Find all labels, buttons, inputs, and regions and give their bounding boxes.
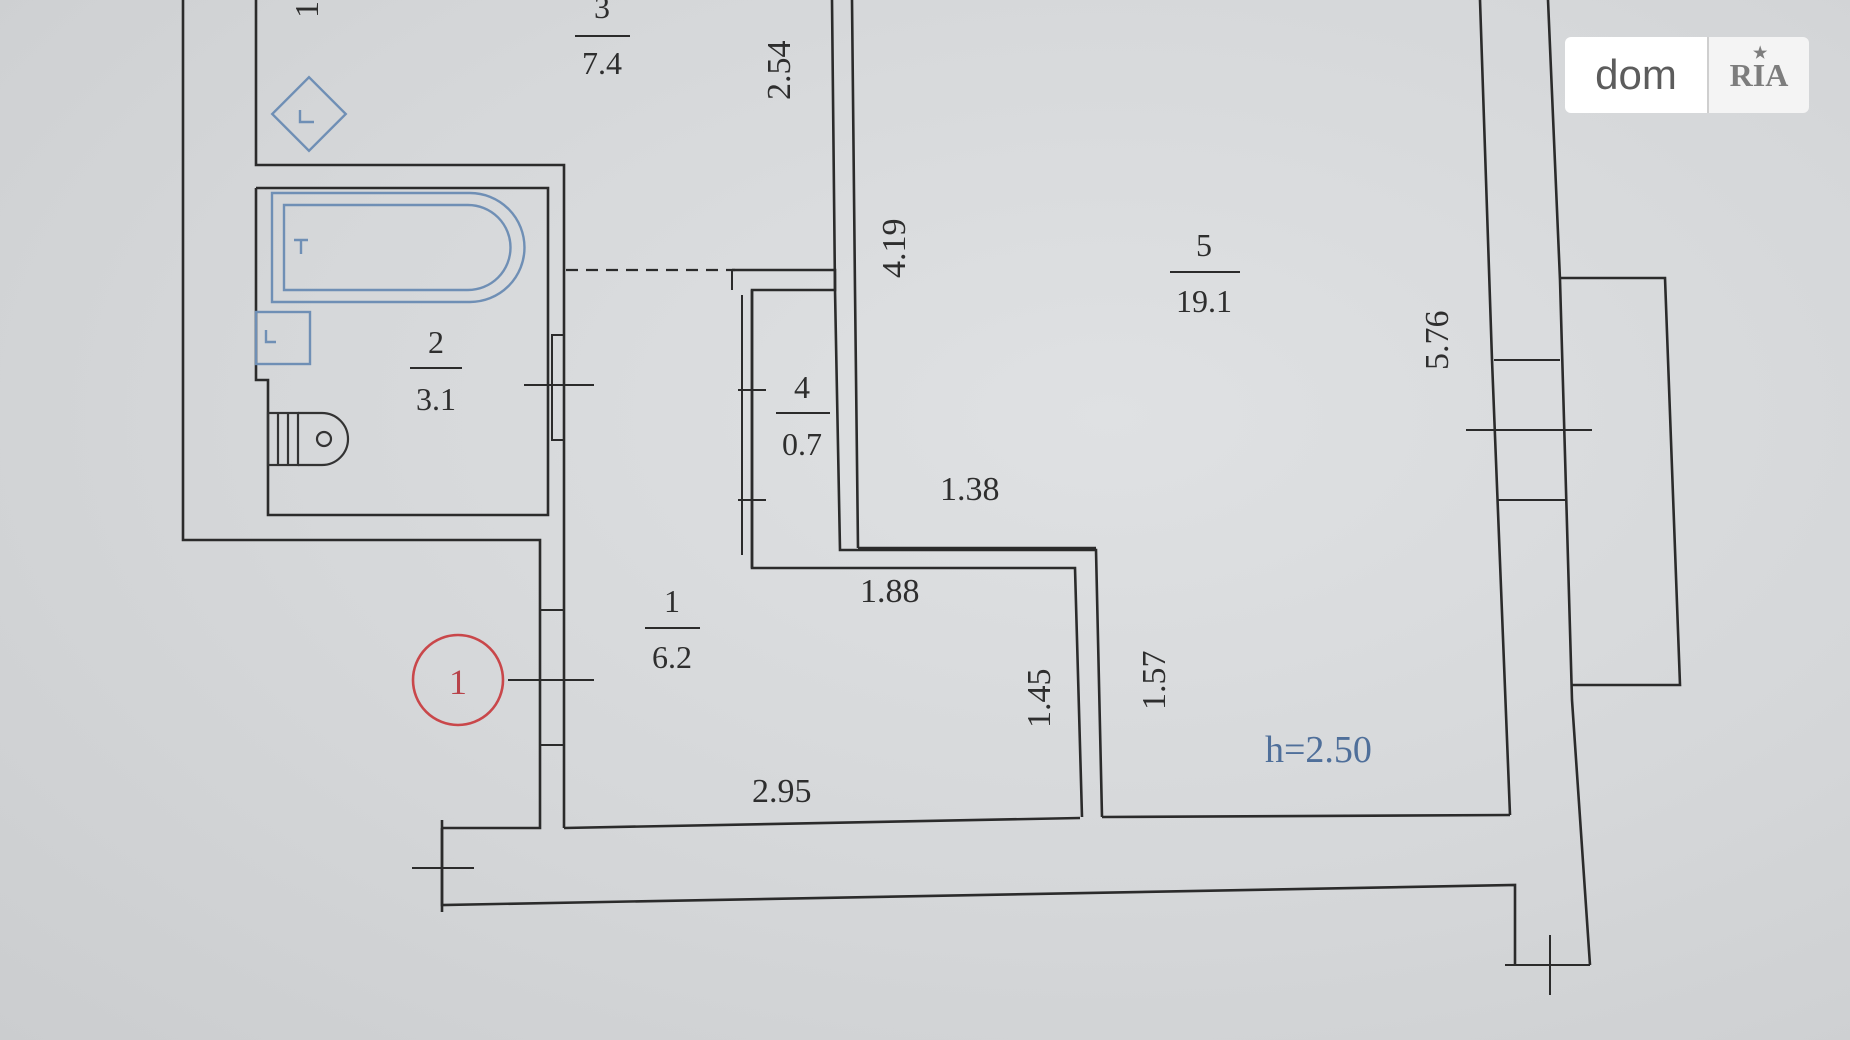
room-1-area: 6.2 — [652, 639, 692, 675]
sink-icon — [270, 75, 348, 153]
room-2-label: 2 3.1 — [410, 324, 462, 417]
bathtub-icon — [270, 191, 526, 304]
room-5-number: 5 — [1196, 227, 1212, 263]
room-1-number: 1 — [664, 583, 680, 619]
ceiling-height-note: h=2.50 — [1265, 729, 1372, 771]
hall-bottom-wall — [563, 816, 1081, 830]
dim-2-54: 2.54 — [761, 41, 798, 101]
corridor-wall-left — [830, 0, 1104, 818]
outer-bottom-wall — [440, 828, 1517, 965]
room-3-wall — [254, 0, 566, 828]
dim-1-88: 1.88 — [860, 573, 920, 610]
room-3-label: 3 7.4 — [575, 0, 630, 81]
dim-1-9: 1.9 — [289, 0, 326, 18]
dim-1-38: 1.38 — [940, 471, 1000, 508]
room-1-label: 1 6.2 — [645, 583, 700, 675]
dim-4-19: 4.19 — [876, 219, 913, 279]
corridor-wall-right — [850, 0, 860, 549]
exterior-right-wall — [1546, 0, 1592, 966]
room5-right-wall — [1478, 0, 1512, 816]
washbasin-icon — [254, 310, 312, 366]
entrance-door — [539, 609, 565, 746]
room-4-area: 0.7 — [782, 426, 822, 462]
dim-5-76: 5.76 — [1419, 311, 1456, 371]
entrance-marker-number: 1 — [449, 662, 467, 702]
domria-logo: dom ★ RIA — [1565, 37, 1809, 113]
dim-2-95: 2.95 — [752, 773, 812, 810]
balcony — [1560, 276, 1682, 687]
entrance-marker: 1 — [411, 633, 505, 727]
room5-bottom-wall — [1101, 813, 1511, 819]
dim-1-45: 1.45 — [1021, 669, 1058, 729]
room-2-number: 2 — [428, 324, 444, 360]
bathroom-door — [551, 334, 565, 441]
logo-dom-text: dom — [1565, 37, 1707, 113]
room-4-label: 4 0.7 — [776, 369, 830, 462]
logo-ria-text: ★ RIA — [1707, 37, 1809, 113]
star-icon: ★ — [1753, 45, 1768, 62]
toilet-icon — [266, 411, 350, 467]
room-3-number: 3 — [594, 0, 610, 25]
bathroom-wall — [254, 186, 550, 517]
outer-left-wall — [181, 0, 542, 830]
room-4-number: 4 — [794, 369, 810, 405]
room-5-area: 19.1 — [1176, 283, 1232, 319]
entrance-marker-circle — [411, 633, 505, 727]
room-2-area: 3.1 — [416, 381, 456, 417]
room-5-label: 5 19.1 — [1170, 227, 1240, 319]
closet-wall — [732, 268, 1084, 818]
washbasin-faucet-icon — [264, 330, 276, 344]
logo-ria-label: RIA — [1729, 56, 1789, 93]
room-3-area: 7.4 — [582, 45, 622, 81]
dim-1-57: 1.57 — [1136, 651, 1173, 711]
